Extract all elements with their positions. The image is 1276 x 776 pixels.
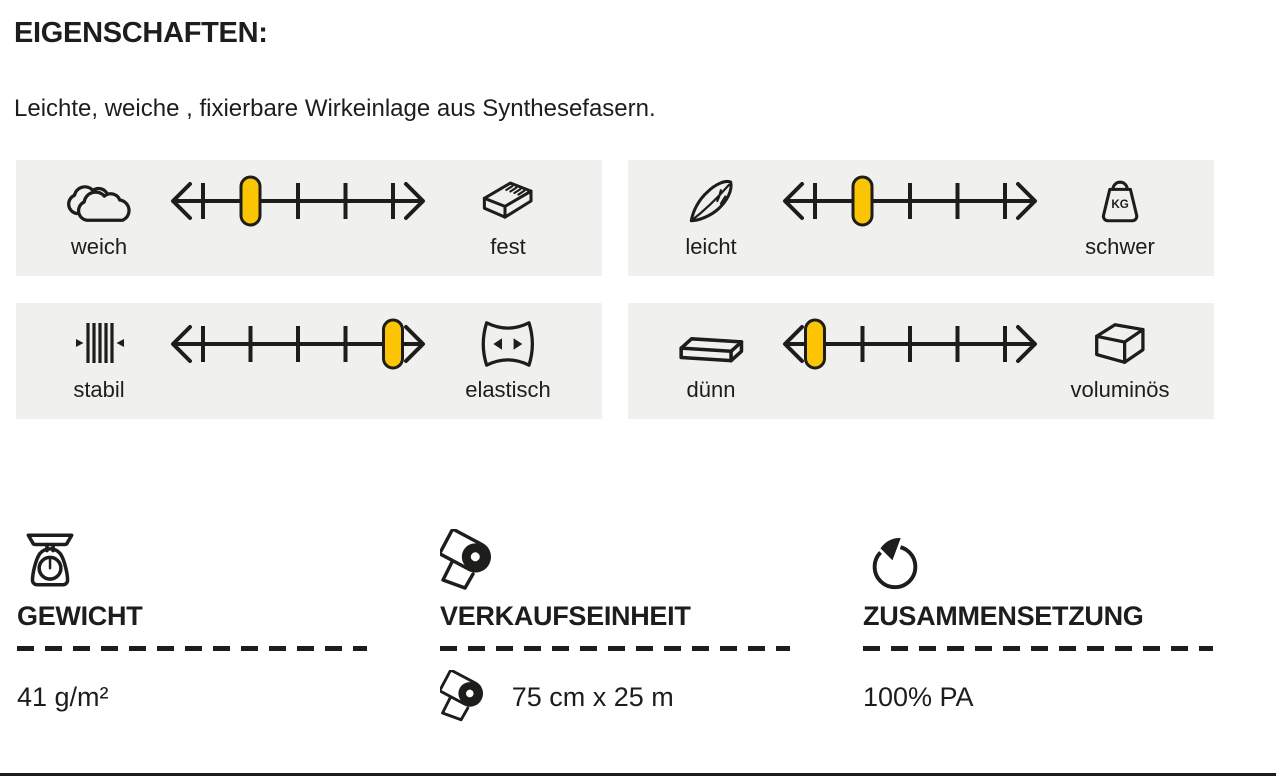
scale-label: dünn — [686, 377, 736, 402]
scale-endpoint-schwer: KG schwer — [1046, 172, 1194, 260]
scale-icon — [17, 529, 367, 593]
volume-box-icon — [1089, 315, 1151, 373]
pie-chart-icon — [863, 529, 1213, 593]
scale-slider-svg — [783, 175, 1037, 227]
arrow-right-icon — [404, 325, 425, 363]
scale-endpoint-dünn: dünn — [648, 315, 774, 403]
scale-endpoint-elastisch: elastisch — [434, 315, 582, 403]
slider-marker — [382, 318, 404, 370]
roll-icon — [440, 670, 496, 724]
detail-value: 100% PA — [863, 669, 1213, 725]
scale-slider — [162, 172, 434, 233]
svg-text:KG: KG — [1111, 198, 1128, 211]
feather-icon — [685, 172, 737, 230]
elastic-icon — [477, 315, 539, 373]
scale-label: fest — [490, 234, 526, 259]
arrow-right-icon — [1016, 325, 1037, 363]
product-details: GEWICHT 41 g/m² VERKAUFSEINHEIT 75 cm x 2… — [17, 529, 1276, 725]
detail-value-text: 75 cm x 25 m — [511, 682, 674, 712]
scale-slider-svg — [783, 318, 1037, 370]
detail-heading: ZUSAMMENSETZUNG — [863, 601, 1144, 631]
scale-stabil-elastisch: stabil elastisch — [16, 303, 602, 419]
arrow-left-icon — [171, 182, 192, 220]
dashed-divider — [863, 646, 1213, 651]
scale-endpoint-leicht: leicht — [648, 172, 774, 260]
product-description: Leichte, weiche , fixierbare Wirkeinlage… — [14, 95, 656, 122]
stability-icon — [67, 315, 131, 373]
brick-icon — [479, 172, 536, 230]
scale-endpoint-fest: fest — [434, 172, 582, 260]
scale-label: elastisch — [465, 377, 551, 402]
scale-slider — [774, 172, 1046, 233]
slider-marker — [851, 175, 874, 227]
scale-slider — [162, 315, 434, 376]
detail-heading: VERKAUFSEINHEIT — [440, 601, 691, 631]
scale-label: voluminös — [1070, 377, 1170, 402]
arrow-right-icon — [1016, 182, 1037, 220]
scale-label: leicht — [685, 234, 737, 259]
scale-label: weich — [70, 234, 128, 259]
detail-gewicht: GEWICHT 41 g/m² — [17, 529, 367, 725]
detail-value: 41 g/m² — [17, 669, 367, 725]
scale-endpoint-voluminös: voluminös — [1046, 315, 1194, 403]
scale-endpoint-stabil: stabil — [36, 315, 162, 403]
detail-zusammensetzung: ZUSAMMENSETZUNG 100% PA — [863, 529, 1213, 725]
properties-panel: EIGENSCHAFTEN: Leichte, weiche , fixierb… — [0, 16, 1276, 776]
page-title: EIGENSCHAFTEN: — [14, 17, 268, 49]
arrow-left-icon — [171, 325, 192, 363]
arrow-left-icon — [783, 182, 804, 220]
property-scales: weich fest leicht KG schwer stabil elast… — [16, 160, 1276, 419]
arrow-left-icon — [783, 325, 804, 363]
detail-heading: GEWICHT — [17, 601, 143, 631]
scale-dünn-voluminös: dünn voluminös — [628, 303, 1214, 419]
dashed-divider — [17, 646, 367, 651]
scale-endpoint-weich: weich — [36, 172, 162, 260]
thin-box-icon — [677, 315, 746, 373]
kg-weight-icon: KG — [1095, 172, 1145, 230]
roll-icon — [440, 529, 790, 593]
detail-value-text: 41 g/m² — [17, 682, 109, 712]
scale-label: stabil — [73, 377, 125, 402]
scale-leicht-schwer: leicht KG schwer — [628, 160, 1214, 276]
scale-label: schwer — [1085, 234, 1155, 259]
scale-weich-fest: weich fest — [16, 160, 602, 276]
detail-value-text: 100% PA — [863, 682, 974, 712]
cloud-icon — [62, 172, 135, 230]
scale-slider-svg — [171, 175, 425, 227]
arrow-right-icon — [404, 182, 425, 220]
scale-slider — [774, 315, 1046, 376]
dashed-divider — [440, 646, 790, 651]
slider-marker — [239, 175, 262, 227]
slider-marker — [804, 318, 826, 370]
detail-value: 75 cm x 25 m — [440, 669, 790, 725]
detail-verkaufseinheit: VERKAUFSEINHEIT 75 cm x 25 m — [440, 529, 790, 725]
scale-slider-svg — [171, 318, 425, 370]
